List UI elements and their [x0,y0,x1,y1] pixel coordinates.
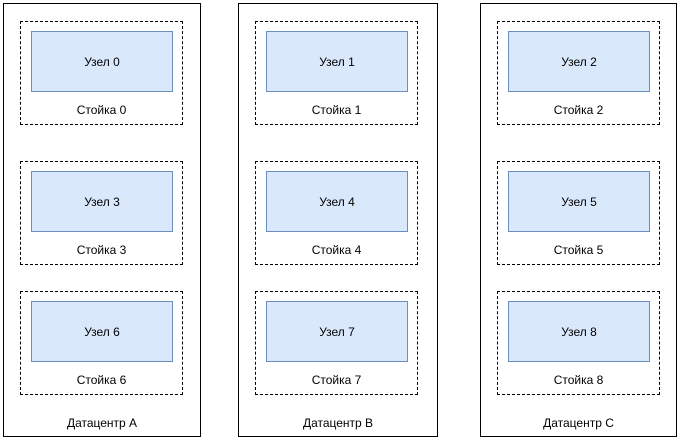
rack-8[interactable]: Узел 8 Стойка 8 [497,291,660,395]
node-label: Узел 4 [319,194,355,209]
node-1[interactable]: Узел 1 [266,31,408,92]
rack-0[interactable]: Узел 0 Стойка 0 [20,21,183,125]
node-0[interactable]: Узел 0 [31,31,173,92]
node-label: Узел 2 [561,54,597,69]
datacenter-label: Датацентр A [66,416,138,430]
datacenter-a[interactable]: Узел 0 Стойка 0 Узел 3 Стойка 3 Узел 6 С… [3,3,201,437]
node-label: Узел 7 [319,324,355,339]
node-3[interactable]: Узел 3 [31,171,173,232]
node-7[interactable]: Узел 7 [266,301,408,362]
datacenter-c[interactable]: Узел 2 Стойка 2 Узел 5 Стойка 5 Узел 8 С… [480,3,677,437]
datacenter-label: Датацентр C [543,416,614,430]
rack-7[interactable]: Узел 7 Стойка 7 [255,291,418,395]
rack-label: Стойка 3 [76,243,127,257]
node-8[interactable]: Узел 8 [508,301,650,362]
node-label: Узел 8 [561,324,597,339]
rack-label: Стойка 8 [553,373,604,387]
rack-1[interactable]: Узел 1 Стойка 1 [255,21,418,125]
node-label: Узел 1 [319,54,355,69]
rack-label: Стойка 5 [553,243,604,257]
node-label: Узел 0 [84,54,120,69]
rack-label: Стойка 7 [311,373,362,387]
rack-4[interactable]: Узел 4 Стойка 4 [255,161,418,265]
node-2[interactable]: Узел 2 [508,31,650,92]
node-label: Узел 5 [561,194,597,209]
rack-5[interactable]: Узел 5 Стойка 5 [497,161,660,265]
rack-3[interactable]: Узел 3 Стойка 3 [20,161,183,265]
rack-2[interactable]: Узел 2 Стойка 2 [497,21,660,125]
node-label: Узел 6 [84,324,120,339]
node-4[interactable]: Узел 4 [266,171,408,232]
node-6[interactable]: Узел 6 [31,301,173,362]
rack-label: Стойка 4 [311,243,362,257]
datacenter-b[interactable]: Узел 1 Стойка 1 Узел 4 Стойка 4 Узел 7 С… [238,3,438,437]
datacenter-label: Датацентр B [302,416,374,430]
rack-label: Стойка 2 [553,103,604,117]
node-5[interactable]: Узел 5 [508,171,650,232]
rack-6[interactable]: Узел 6 Стойка 6 [20,291,183,395]
rack-label: Стойка 6 [76,373,127,387]
node-label: Узел 3 [84,194,120,209]
rack-label: Стойка 1 [311,103,362,117]
rack-label: Стойка 0 [76,103,127,117]
